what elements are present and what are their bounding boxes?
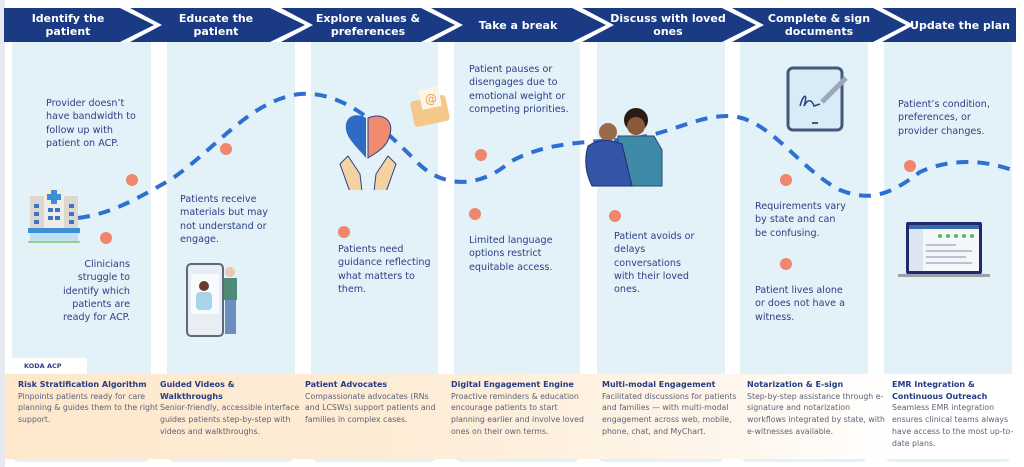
solution-desc: Seamless EMR integration ensures clinica… <box>892 403 1014 448</box>
solution-desc: Senior-friendly, accessible interface gu… <box>160 403 300 436</box>
step-title: Discuss with loved ones <box>610 12 726 38</box>
challenge-dot <box>126 174 138 186</box>
solution-title: EMR Integration & Continuous Outreach <box>892 380 988 401</box>
chevron-7 <box>882 8 1016 42</box>
step-title: Take a break <box>478 18 558 32</box>
solution-desc: Proactive reminders & education encourag… <box>451 391 584 436</box>
solution-desc: Facilitated discussions for patients and… <box>602 391 737 436</box>
svg-text:@: @ <box>425 92 437 106</box>
heart-brain-hands-icon <box>339 115 397 190</box>
step-title: Educate the patient <box>178 12 254 38</box>
challenge-dot <box>100 232 112 244</box>
challenge-text: Limited language options restrict equita… <box>469 235 553 273</box>
challenge-dot <box>904 160 916 172</box>
solution-desc: Step-by-step assistance through e-signat… <box>747 391 885 436</box>
video-call-phone-icon <box>186 263 237 337</box>
tablet-signature-icon <box>786 66 848 132</box>
chevron-1 <box>4 8 154 42</box>
emr-laptop-icon <box>898 222 990 277</box>
challenge-text: Clinicians struggle to identify which pa… <box>62 259 130 324</box>
solutions-band <box>5 374 1015 459</box>
solution-desc: Pinpoints patients ready for care planni… <box>18 391 158 425</box>
solution-title: Risk Stratification Algorithm <box>18 380 147 389</box>
chevron-6 <box>732 8 906 42</box>
challenge-dot <box>780 258 792 270</box>
challenge-text: Patient pauses or disengages due to emot… <box>469 64 569 115</box>
challenge-text: Patients need guidance reflecting what m… <box>338 244 431 295</box>
family-people-icon <box>585 108 663 187</box>
challenge-text: Provider doesn’t have bandwidth to follo… <box>46 98 136 149</box>
step-title: Explore values & preferences <box>315 12 421 38</box>
chevron-2 <box>130 8 305 42</box>
challenge-dot <box>780 174 792 186</box>
challenge-text: Patient avoids or delays conversations w… <box>614 231 695 296</box>
challenge-dot <box>220 143 232 155</box>
challenge-dot <box>469 208 481 220</box>
solution-title: Multi-modal Engagement <box>602 380 716 389</box>
challenge-dot <box>475 149 487 161</box>
challenge-dot <box>338 226 350 238</box>
email-envelope-icon: @ <box>410 86 450 127</box>
solution-title: Patient Advocates <box>305 380 388 389</box>
step-title: Identify the patient <box>31 12 105 38</box>
step-title: Update the plan <box>910 18 1010 32</box>
challenge-text: Requirements vary by state and can be co… <box>755 201 846 239</box>
challenge-text: Patient’s condition, preferences, or pro… <box>898 99 990 137</box>
solution-desc: Compassionate advocates (RNs and LCSWs) … <box>305 391 436 425</box>
challenge-dot <box>609 210 621 222</box>
chevron-4 <box>431 8 606 42</box>
hospital-icon <box>28 188 80 243</box>
chevron-5 <box>582 8 756 42</box>
solutions-label: KODA ACP <box>12 358 87 374</box>
step-title: Complete & sign documents <box>767 12 871 38</box>
chevron-3 <box>281 8 455 42</box>
challenge-text: Patient lives alone or does not have a w… <box>755 285 846 323</box>
solution-title: Digital Engagement Engine <box>451 380 574 389</box>
challenge-text: Patients receive materials but may not u… <box>180 194 268 245</box>
step-chevron-bar <box>4 8 1016 42</box>
left-edge <box>0 0 5 467</box>
solution-title: Notarization & E-sign <box>747 380 844 389</box>
solution-title: Guided Videos & Walkthroughs <box>160 380 235 401</box>
